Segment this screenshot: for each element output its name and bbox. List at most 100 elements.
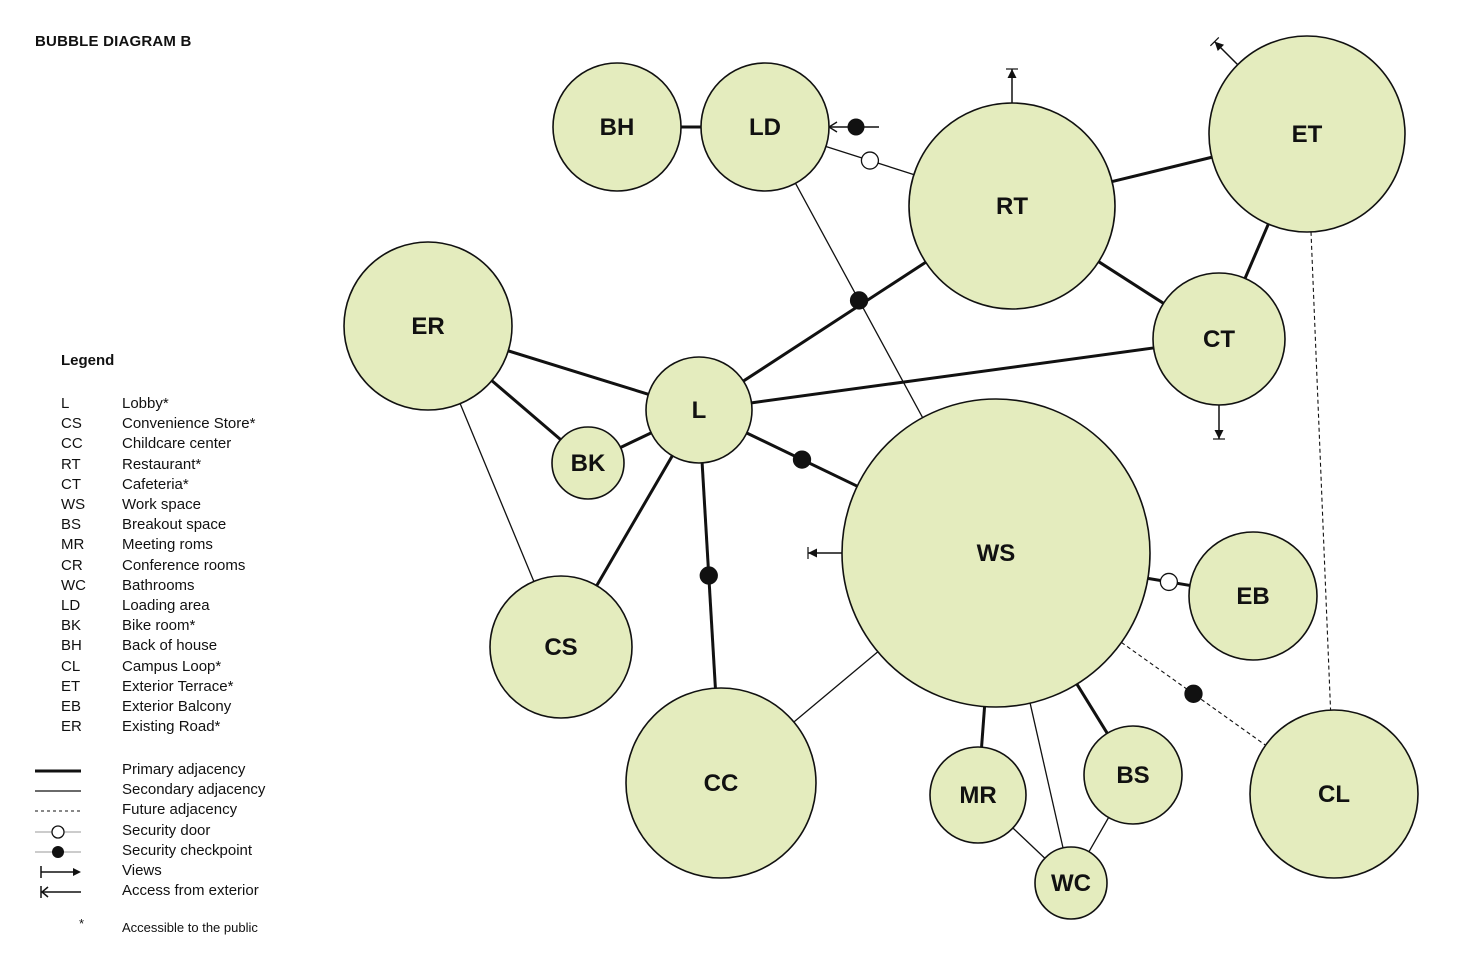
legend-abbr-code: EB [61, 698, 82, 715]
legend-line-label: Future adjacency [122, 801, 238, 819]
bubble-circle-cc [625, 687, 817, 879]
bubble-mr: MR [929, 746, 1027, 844]
edge-er-l-primary [507, 349, 649, 396]
bubble-label-wc: WC [1051, 870, 1091, 897]
bubble-label-ws: WS [977, 540, 1016, 567]
security-door-icon-ld-rt [860, 151, 880, 170]
legend-abbr-code: BH [61, 637, 82, 655]
bubble-bh: BH [552, 62, 682, 192]
views-arrow-icon-ct [1213, 405, 1225, 440]
legend-abbr-name: Childcare center [122, 435, 232, 453]
page-title: BUBBLE DIAGRAM B [35, 33, 192, 50]
edge-rt-ct-primary [1097, 260, 1165, 305]
bubble-label-ld: LD [749, 114, 781, 141]
edge-l-ct-primary [751, 346, 1154, 405]
bubble-et: ET [1208, 35, 1406, 233]
edge-rt-l-primary [742, 260, 927, 383]
bubble-label-ct: CT [1203, 326, 1235, 353]
bubble-circle-bh [552, 62, 682, 192]
legend-line-label: Security checkpoint [122, 841, 253, 859]
bubble-label-et: ET [1292, 121, 1323, 148]
views-arrow-icon-rt [1006, 68, 1018, 103]
legend-abbr-code: L [61, 395, 70, 412]
edge-er-cs-secondary [459, 403, 535, 582]
bubble-label-bk: BK [571, 450, 606, 477]
security-checkpoint-icon-ld-ws [849, 291, 869, 310]
legend-abbr-name: Breakout space [122, 516, 227, 534]
bubble-label-bh: BH [600, 114, 635, 141]
edge-et-cl-future [1310, 231, 1332, 711]
edge-er-bk-primary [490, 379, 562, 441]
bubble-label-l: L [692, 397, 707, 424]
legend-abbr-code: RT [61, 455, 81, 473]
marker-layer [699, 151, 1203, 703]
legend-line-label: Primary adjacency [122, 761, 246, 778]
bubble-circle-wc [1034, 846, 1108, 920]
bubble-label-eb: EB [1236, 583, 1269, 610]
legend-abbr-code: BK [61, 617, 82, 635]
bubble-l: L [645, 356, 753, 464]
edge-rt-et-primary [1111, 155, 1213, 184]
legend-abbr-name: Loading area [122, 597, 210, 614]
bubble-eb: EB [1188, 531, 1318, 661]
bubble-circle-eb [1188, 531, 1318, 661]
bubble-circle-er [343, 241, 513, 411]
legend-abbr-code: CC [61, 435, 83, 453]
bubble-wc: WC [1034, 846, 1108, 920]
legend-abbr-name: Exterior Balcony [122, 698, 232, 715]
bubble-cl: CL [1249, 709, 1419, 879]
security-checkpoint-icon-l-cc [699, 566, 718, 585]
bubble-circle-bs [1083, 725, 1183, 825]
legend-abbr-name: Bathrooms [122, 576, 195, 594]
legend-abbr-name: Work space [122, 496, 201, 513]
public-asterisk: * [79, 916, 85, 931]
edge-l-cs-primary [595, 455, 674, 587]
bubble-label-bs: BS [1116, 762, 1149, 789]
security-checkpoint-icon-ld-exterior [847, 118, 865, 136]
bubble-label-cl: CL [1318, 781, 1350, 808]
edge-bs-wc-secondary [1088, 817, 1110, 853]
legend-abbr-name: Back of house [122, 637, 218, 655]
public-note-text: Accessible to the public [122, 920, 258, 935]
edge-mr-wc-secondary [1012, 827, 1046, 859]
legend-line-label: Security door [122, 821, 211, 839]
legend-views-sample-icon [35, 864, 85, 880]
views-arrow-icon-ws [807, 547, 842, 559]
external-arrow-layer [807, 36, 1239, 559]
legend-title: Legend [61, 352, 115, 369]
legend-access-sample-icon [35, 884, 85, 900]
legend-abbr-name: Cafeteria* [122, 475, 189, 493]
edge-ws-wc-secondary [1029, 703, 1064, 849]
legend-abbr-name: Conference rooms [122, 556, 246, 574]
bubble-circle-cl [1249, 709, 1419, 879]
bubble-circle-l [645, 356, 753, 464]
bubble-bs: BS [1083, 725, 1183, 825]
bubble-circle-ld [700, 62, 830, 192]
edge-ws-cc-secondary [793, 651, 879, 723]
bubble-label-er: ER [411, 313, 444, 340]
legend-primary-sample-icon [35, 763, 85, 779]
legend-door-sample-icon [35, 824, 85, 840]
bubble-cs: CS [489, 575, 633, 719]
legend-future-sample-icon [35, 803, 85, 819]
views-arrow-icon-et [1209, 36, 1239, 66]
access-arrow-icon-ld [827, 118, 879, 136]
legend-abbr-name: Meeting roms [122, 536, 213, 554]
bubble-cc: CC [625, 687, 817, 879]
bubble-ld: LD [700, 62, 830, 192]
edge-l-bk-primary [619, 431, 652, 449]
edge-et-ct-primary [1243, 223, 1270, 279]
bubble-circle-bk [551, 426, 625, 500]
legend-abbr-name: Lobby* [122, 395, 169, 412]
bubble-circle-ws [841, 398, 1151, 708]
bubble-bk: BK [551, 426, 625, 500]
legend-abbr-name: Bike room* [122, 617, 196, 635]
legend-abbr-code: CT [61, 475, 81, 493]
bubble-circle-rt [908, 102, 1116, 310]
bubble-circle-cs [489, 575, 633, 719]
bubble-ws: WS [841, 398, 1151, 708]
legend-line-label: Access from exterior [122, 882, 259, 900]
bubble-circle-et [1208, 35, 1406, 233]
bubble-label-mr: MR [959, 782, 996, 809]
